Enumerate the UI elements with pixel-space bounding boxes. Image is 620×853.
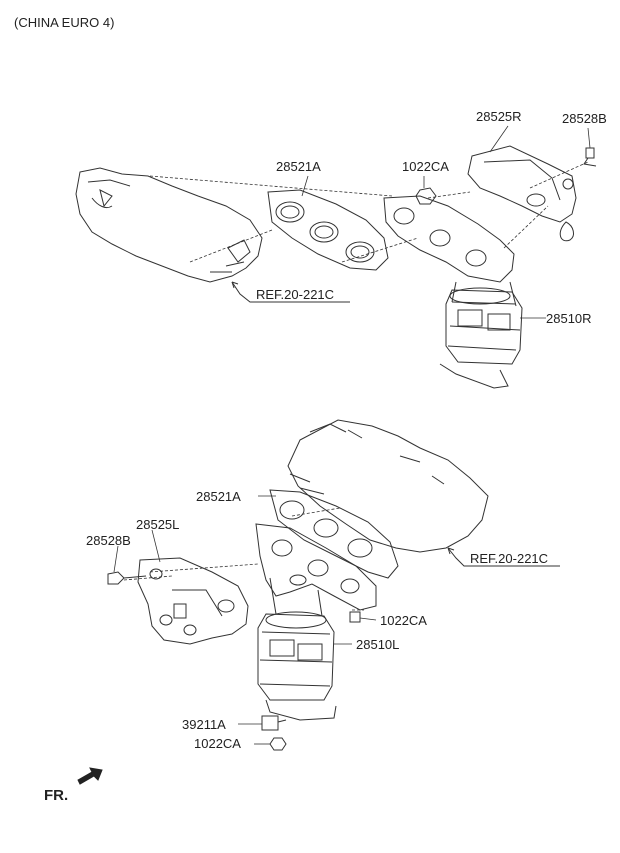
callout-28525l: 28525L: [136, 517, 180, 532]
ref-upper-label: REF.20-221C: [256, 287, 335, 302]
callout-1022ca-lower: 1022CA: [194, 736, 241, 751]
gasket-upper: [267, 189, 389, 271]
callout-28510l: 28510L: [356, 637, 400, 652]
callout-28510r: 28510R: [546, 311, 592, 326]
cylinder-head-upper: [75, 167, 263, 283]
bolt-lower-l: [107, 571, 147, 585]
nut-mid: [349, 611, 361, 623]
front-direction-label: FR.: [44, 787, 69, 804]
callout-39211a: 39211A: [182, 717, 226, 732]
nut-upper: [415, 187, 437, 205]
callout-28528b-upper: 28528B: [562, 111, 607, 126]
ref-lower-label: REF.20-221C: [470, 551, 549, 566]
ref-lower-arrow: [447, 547, 560, 567]
sensor-bracket: [261, 715, 287, 731]
callout-28521a-lower: 28521A: [196, 489, 241, 504]
callout-1022ca-upper: 1022CA: [402, 159, 449, 174]
variant-label: (CHINA EURO 4): [14, 15, 115, 30]
callout-28528b-lower: 28528B: [86, 533, 131, 548]
heat-protector-r: [467, 145, 577, 242]
front-arrow-icon: [77, 767, 103, 785]
heat-protector-l: [137, 557, 249, 645]
nut-lower: [269, 737, 287, 751]
catalytic-converter-r: [439, 287, 523, 389]
callout-28521a-upper: 28521A: [276, 159, 321, 174]
gasket-lower: [269, 489, 399, 579]
callout-1022ca-mid: 1022CA: [380, 613, 427, 628]
manifold-lower-l: [255, 523, 377, 617]
catalytic-converter-l: [257, 611, 337, 721]
ref-upper-arrow: [231, 281, 350, 303]
callout-28525r: 28525R: [476, 109, 522, 124]
cylinder-head-lower: [287, 419, 489, 553]
